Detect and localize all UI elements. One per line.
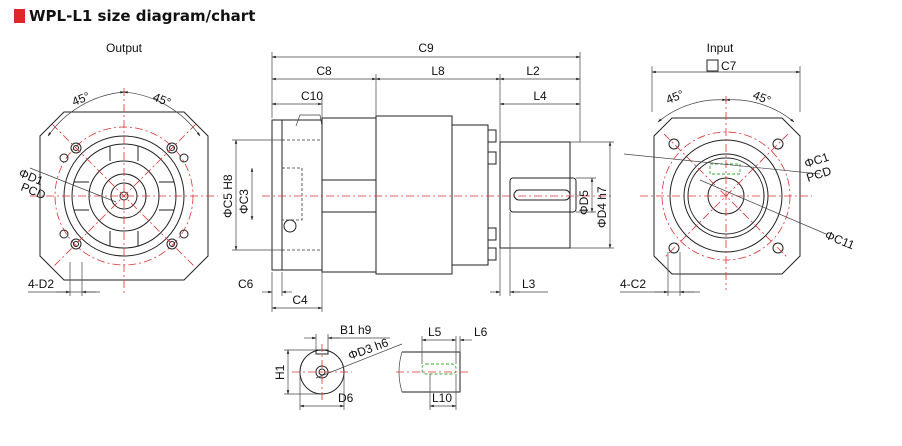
input-c7-label: C7 (721, 59, 737, 73)
dim-c6: C6 (238, 277, 254, 291)
dim-l4: L4 (533, 89, 547, 103)
side-body-front (321, 117, 377, 273)
dim-c4: C4 (292, 293, 308, 307)
dim-c3: ΦC3 (237, 189, 251, 214)
dim-c10: C10 (301, 89, 323, 103)
square-symbol (706, 59, 719, 72)
side-adapter (451, 124, 489, 266)
dim-d5: ΦD5 (577, 190, 591, 215)
dim-d4: ΦD4 h7 (595, 186, 609, 228)
output-label: Output (106, 41, 143, 55)
output-view: Output 45° 45° ΦD1 PCD (17, 41, 218, 296)
title-marker (14, 9, 25, 23)
input-angle-right: 45° (751, 88, 773, 108)
input-angle-left: 45° (664, 87, 686, 107)
dim-l3: L3 (522, 277, 536, 291)
input-label: Input (707, 41, 734, 55)
output-angle-left: 45° (70, 89, 92, 109)
dim-l8: L8 (431, 64, 445, 78)
side-body-gear (375, 115, 453, 275)
dim-c8: C8 (316, 64, 332, 78)
page-title: WPL-L1 size diagram/chart (29, 7, 256, 25)
input-flange (653, 117, 801, 275)
dim-c9: C9 (418, 41, 434, 55)
shaft-l6-label: L6 (474, 325, 488, 339)
input-view: Input C7 45° 45° ΦC1 PCD ΦC11 (620, 41, 857, 296)
output-angle-right: 45° (151, 90, 173, 110)
dim-c5: ΦC5 H8 (221, 174, 235, 218)
input-c11-label: ΦC11 (823, 228, 857, 253)
shaft-l10-label: L10 (432, 391, 452, 405)
shaft-d6-label: D6 (338, 391, 354, 405)
dim-l2: L2 (526, 64, 540, 78)
side-view: C9 C8 L8 L2 C10 L4 ΦC5 H8 ΦC3 ΦD5 ΦD4 h7 (221, 41, 614, 312)
shaft-h1-label: H1 (273, 364, 287, 380)
side-flange (271, 119, 323, 271)
output-holes-label: 4-D2 (28, 277, 54, 291)
title-bar: WPL-L1 size diagram/chart (14, 6, 255, 26)
input-holes-label: 4-C2 (620, 277, 646, 291)
shaft-b1-label: B1 h9 (340, 323, 372, 337)
shaft-detail: H1 B1 h9 ΦD3 h6 D6 L5 L6 L10 (273, 323, 488, 410)
output-pcd-label: PCD (19, 180, 48, 203)
shaft-d3-label: ΦD3 h6 (346, 335, 390, 362)
shaft-l5-label: L5 (428, 325, 442, 339)
